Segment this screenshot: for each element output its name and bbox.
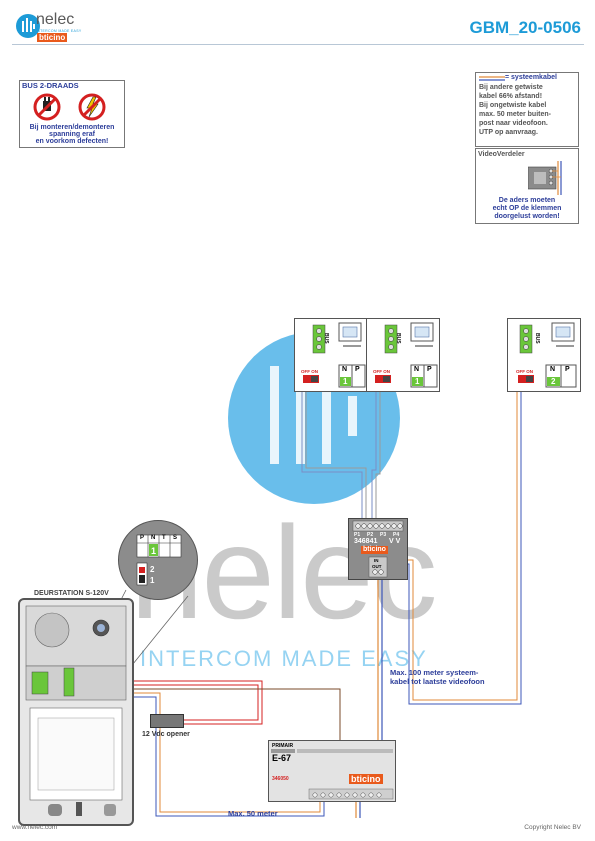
legend-line-3: Bij ongetwiste kabel bbox=[479, 102, 547, 109]
distributor-port-p1: P1 bbox=[354, 532, 361, 538]
monitor-1: BUS OFF ON N P 1 bbox=[294, 318, 368, 392]
max100-note-line-1: Max. 100 meter systeem- bbox=[390, 668, 479, 677]
distributor-in: IN bbox=[374, 558, 379, 563]
psu-article: 346050 bbox=[272, 776, 289, 782]
video-box-title: VideoVerdeler bbox=[478, 151, 525, 158]
zoom-value: 1 bbox=[151, 546, 157, 556]
legend-box: = systeemkabel Bij andere getwiste kabel… bbox=[475, 72, 579, 147]
document-code: GBM_20-0506 bbox=[469, 18, 581, 37]
opener-label: 12 Vdc opener bbox=[142, 731, 190, 738]
distributor-brand: bticino bbox=[361, 546, 388, 554]
monitor-2: BUS OFF ON N P 1 bbox=[366, 318, 440, 392]
monitor-1-n-label: N bbox=[342, 366, 348, 373]
brand-partner: bticino bbox=[37, 33, 68, 42]
monitor-2-off-on: OFF ON bbox=[373, 369, 390, 374]
monitor-1-diagram bbox=[303, 322, 366, 388]
legend-line-1: Bij andere getwiste bbox=[479, 84, 543, 91]
zoom-col-p: P bbox=[140, 535, 145, 541]
footer-copyright: Copyright Nelec BV bbox=[524, 824, 581, 831]
video-distributor-mini-icon bbox=[528, 161, 562, 195]
warning-box: BUS 2-DRAADS Bij monteren/demonteren spa… bbox=[19, 80, 125, 148]
monitor-1-p-label: P bbox=[355, 366, 360, 373]
system-cable-icon bbox=[479, 76, 505, 81]
zoom-col-n: N bbox=[151, 535, 156, 541]
warning-line-1: Bij monteren/demonteren bbox=[29, 124, 115, 131]
distributor-out: OUT bbox=[372, 564, 382, 569]
monitor-3-off-on: OFF ON bbox=[516, 369, 533, 374]
brand-name: nelec bbox=[36, 11, 75, 28]
warning-line-2: spanning eraf bbox=[49, 131, 95, 138]
warning-line-3: en voorkom defecten! bbox=[35, 138, 109, 145]
psu-model-name: E-67 bbox=[272, 753, 292, 763]
distributor-port-p3: P3 bbox=[380, 532, 387, 538]
zoom-col-s: S bbox=[173, 535, 178, 541]
door-opener bbox=[150, 714, 184, 728]
brand-logo bbox=[14, 12, 104, 42]
monitor-2-diagram bbox=[375, 322, 438, 388]
monitor-1-bus-label: BUS bbox=[323, 333, 329, 344]
video-box-line-1: De aders moeten bbox=[498, 197, 556, 204]
monitor-3-bus-label: BUS bbox=[534, 333, 540, 344]
footer-website: www.nelec.com bbox=[12, 824, 58, 831]
legend-line-2: kabel 66% afstand! bbox=[479, 93, 543, 100]
brand-tagline: INTERCOM MADE EASY bbox=[36, 29, 82, 33]
video-box-line-2: echt OP de klemmen bbox=[492, 205, 562, 212]
monitor-1-p-value: 1 bbox=[343, 377, 348, 386]
psu-brand: bticino bbox=[349, 774, 383, 784]
max50-note: Max. 50 meter bbox=[228, 809, 278, 818]
nelec-logo-icon bbox=[16, 14, 40, 38]
door-station-title: DEURSTATION S-120V bbox=[34, 590, 109, 597]
video-distributor: P1 P2 P3 P4 346841 V V bticino IN OUT bbox=[348, 518, 408, 580]
monitor-3-p-label: P bbox=[565, 366, 570, 373]
legend-line-6: UTP op aanvraag. bbox=[479, 129, 539, 136]
video-distributor-box: VideoVerdeler De aders moeten echt OP de… bbox=[475, 148, 579, 224]
legend-cable-label: = systeemkabel bbox=[505, 74, 557, 81]
monitor-2-n-label: N bbox=[414, 366, 420, 373]
warning-title: BUS 2-DRAADS bbox=[22, 81, 79, 90]
max100-note-line-2: kabel tot laatste videofoon bbox=[390, 677, 485, 686]
monitor-1-off-on: OFF ON bbox=[301, 369, 318, 374]
monitor-2-bus-label: BUS bbox=[395, 333, 401, 344]
monitor-3-n-label: N bbox=[550, 366, 556, 373]
monitor-3-diagram bbox=[518, 322, 577, 388]
legend-line-5: post naar videofoon. bbox=[479, 120, 548, 127]
zoom-switch-bottom: 1 bbox=[150, 576, 155, 585]
distributor-port-p4: P4 bbox=[393, 532, 400, 538]
psu-terminals bbox=[271, 749, 394, 800]
monitor-2-p-value: 1 bbox=[415, 377, 420, 386]
zoom-switch-top: 2 bbox=[150, 565, 155, 574]
zoom-col-t: T bbox=[162, 535, 166, 541]
door-station-diagram bbox=[25, 605, 127, 816]
distributor-port-p2: P2 bbox=[367, 532, 374, 538]
power-supply: PRIMAIR E-67 346050 bticino bbox=[268, 740, 396, 802]
psu-header: PRIMAIR bbox=[272, 743, 294, 749]
legend-line-4: max. 50 meter buiten- bbox=[479, 111, 551, 118]
terminal-zoom: P N T S 1 2 1 bbox=[118, 520, 198, 600]
distributor-vv: V V bbox=[389, 538, 401, 545]
monitor-3: BUS OFF ON N P 2 bbox=[507, 318, 581, 392]
distributor-model: 346841 bbox=[354, 538, 378, 545]
terminal-zoom-diagram bbox=[136, 534, 182, 586]
no-plug-icon bbox=[33, 93, 106, 121]
distributor-terminals bbox=[352, 520, 404, 578]
header-divider bbox=[12, 44, 584, 45]
monitor-3-p-value: 2 bbox=[551, 377, 556, 386]
video-box-line-3: doorgelust worden! bbox=[494, 213, 560, 220]
door-station bbox=[18, 598, 134, 826]
monitor-2-p-label: P bbox=[427, 366, 432, 373]
